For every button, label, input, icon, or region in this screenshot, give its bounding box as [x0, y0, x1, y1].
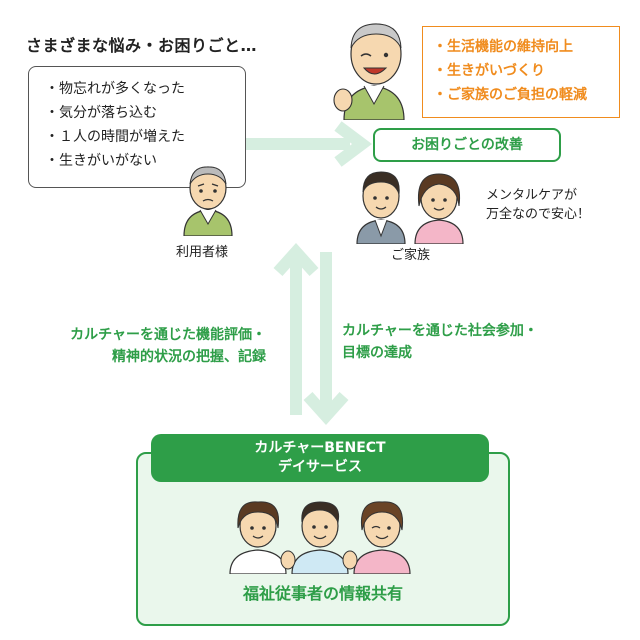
- arrow-up-icon: [273, 243, 319, 415]
- goals-box: 生活機能の維持向上 生きがいづくり ご家族のご負担の軽減: [422, 26, 620, 118]
- left-label-line: カルチャーを通じた機能評価・: [70, 327, 266, 343]
- info-sharing-label: 福祉従事者の情報共有: [242, 584, 403, 603]
- happy-user-icon: [333, 23, 405, 120]
- family-note-line: 万全なので安心！: [486, 207, 591, 222]
- worry-item: １人の時間が増えた: [45, 125, 245, 149]
- heading: さまざまな悩み・お困りごと…: [26, 36, 258, 55]
- worry-item: 気分が落ち込む: [45, 101, 245, 125]
- goal-item: 生きがいづくり: [433, 59, 619, 83]
- service-type: デイサービス: [278, 459, 362, 475]
- family-note: メンタルケアが 万全なので安心！: [486, 186, 590, 224]
- left-label-line: 精神的状況の把握、記録: [112, 349, 266, 365]
- service-name: カルチャーBENECT: [254, 440, 386, 456]
- left-process-label: カルチャーを通じた機能評価・ 精神的状況の把握、記録: [18, 324, 266, 368]
- service-header: カルチャーBENECT デイサービス: [151, 434, 489, 482]
- worried-user-icon: [183, 166, 233, 236]
- goal-item: 生活機能の維持向上: [433, 35, 619, 59]
- family-icon: [356, 171, 464, 244]
- goal-item: ご家族のご負担の軽減: [433, 83, 619, 107]
- right-label-line: 目標の達成: [342, 345, 412, 361]
- staff-icon: [229, 501, 411, 574]
- family-caption: ご家族: [391, 248, 431, 263]
- arrow-right-icon: [246, 121, 372, 167]
- user-caption: 利用者様: [176, 245, 229, 260]
- worry-item: 生きがいがない: [45, 149, 245, 173]
- right-label-line: カルチャーを通じた社会参加・: [342, 323, 538, 339]
- worry-item: 物忘れが多くなった: [45, 77, 245, 101]
- family-note-line: メンタルケアが: [486, 188, 578, 203]
- right-process-label: カルチャーを通じた社会参加・ 目標の達成: [342, 320, 582, 364]
- improvement-label: お困りごとの改善: [373, 128, 561, 162]
- arrow-down-icon: [303, 252, 349, 425]
